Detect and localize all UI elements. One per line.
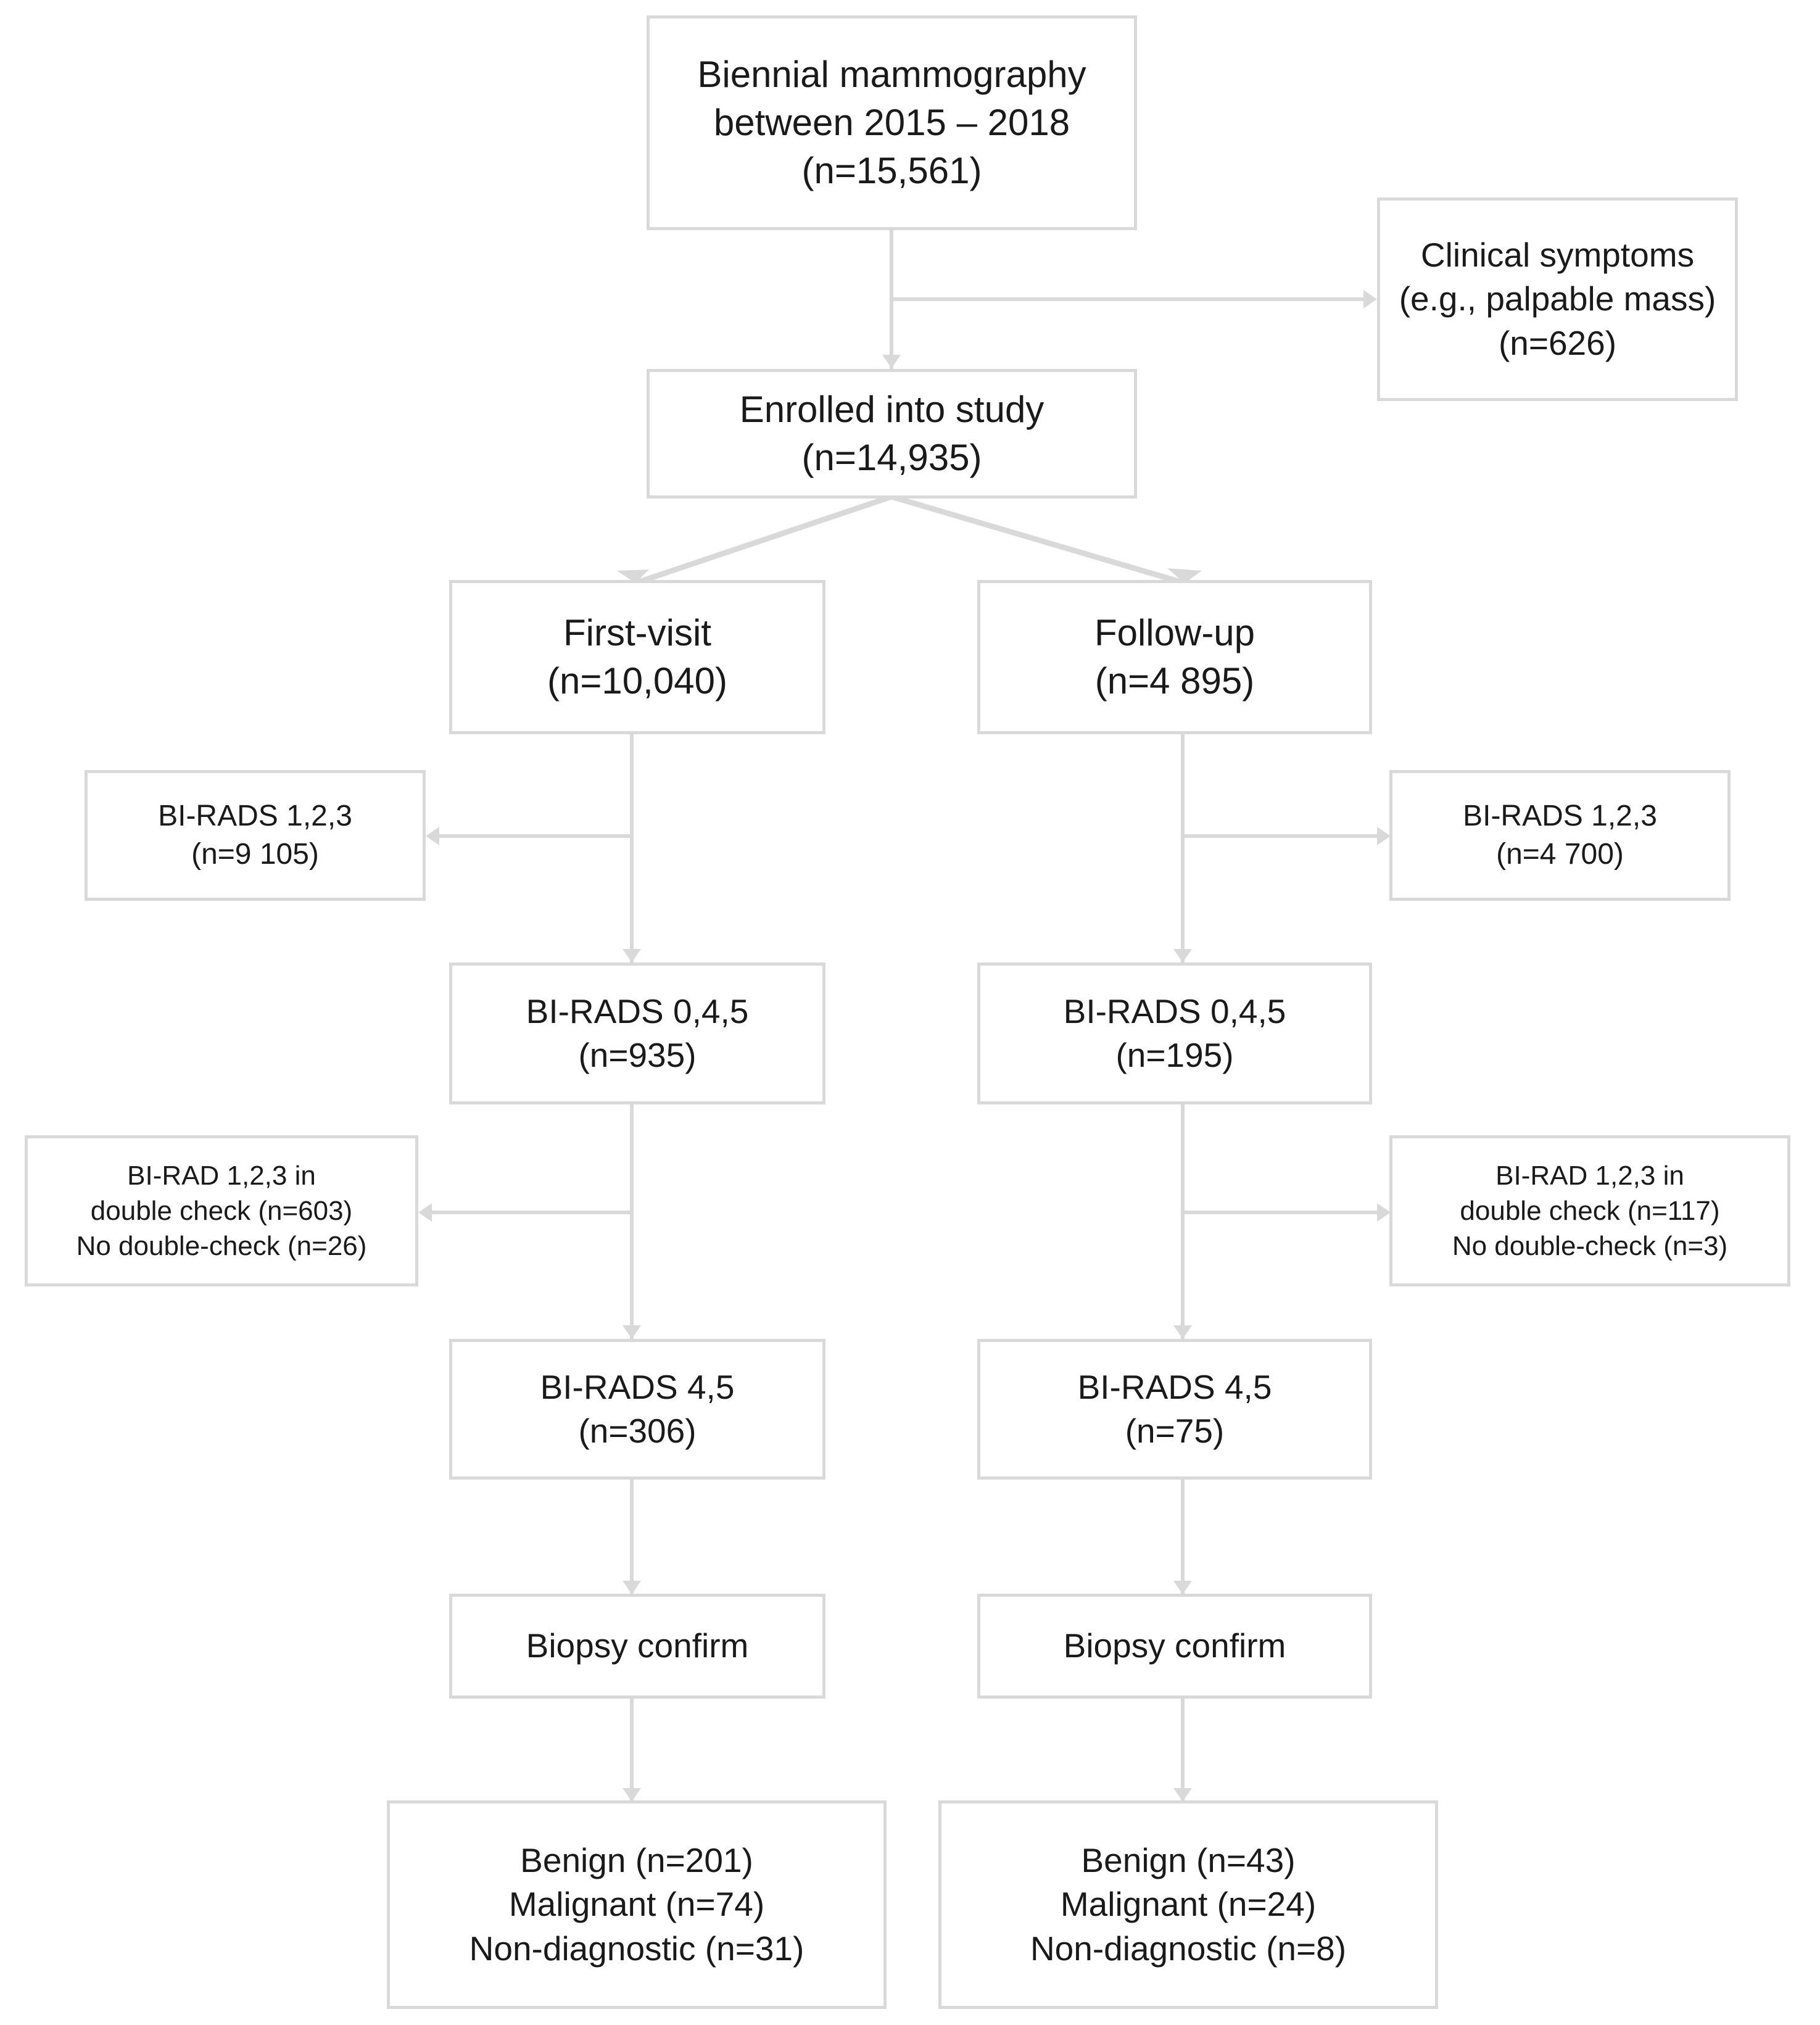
arrow-to-first-visit xyxy=(617,569,649,583)
arrow-to-clinical-symptoms xyxy=(1363,290,1377,309)
node-right-birads-123: BI-RADS 1,2,3 (n=4 700) xyxy=(1389,770,1731,901)
node-line-2: (n=14,935) xyxy=(801,437,982,478)
node-line-2: (n=9 105) xyxy=(191,838,319,871)
connector-right-45-to-biopsy xyxy=(1181,1480,1185,1594)
connector-follow-up-to-birads045 xyxy=(1181,734,1185,963)
node-line-1: Biopsy confirm xyxy=(1063,1626,1286,1665)
node-line-2: double check (n=603) xyxy=(90,1195,353,1226)
arrow-right-45-to-biopsy xyxy=(1173,1581,1192,1594)
node-line-3: (n=626) xyxy=(1498,323,1617,362)
connector-enrolled-split xyxy=(617,497,1202,586)
node-line-3: No double-check (n=26) xyxy=(76,1231,367,1262)
node-line-2: (n=195) xyxy=(1115,1036,1234,1074)
node-line-1: BI-RAD 1,2,3 in xyxy=(127,1160,316,1191)
connector-right-045-to-45 xyxy=(1181,1104,1185,1339)
arrow-first-visit-to-birads045 xyxy=(623,949,641,963)
node-line-1: Enrolled into study xyxy=(739,389,1044,430)
node-line-1: BI-RADS 4,5 xyxy=(540,1367,735,1406)
connector-first-visit-to-birads123 xyxy=(439,834,632,838)
arrow-left-45-to-biopsy xyxy=(623,1581,641,1594)
node-line-1: BI-RADS 0,4,5 xyxy=(526,992,749,1030)
connector-enrolled-to-first-visit xyxy=(634,497,893,586)
node-left-biopsy-confirm: Biopsy confirm xyxy=(449,1594,825,1699)
arrow-to-left-double-check xyxy=(418,1203,432,1222)
node-right-double-check: BI-RAD 1,2,3 in double check (n=117) No … xyxy=(1389,1135,1790,1286)
node-right-outcome: Benign (n=43) Malignant (n=24) Non-diagn… xyxy=(938,1800,1438,2009)
connector-enrolled-to-symptoms xyxy=(890,297,1365,301)
node-left-birads-45: BI-RADS 4,5 (n=306) xyxy=(449,1339,825,1480)
node-line-1: First-visit xyxy=(563,612,711,653)
node-follow-up: Follow-up (n=4 895) xyxy=(977,580,1372,734)
node-line-1: Benign (n=43) xyxy=(1081,1841,1296,1879)
node-biennial-mammography: Biennial mammography between 2015 – 2018… xyxy=(647,15,1137,230)
arrow-source-to-enrolled xyxy=(882,355,901,368)
connector-left-045-to-doublecheck xyxy=(432,1211,632,1214)
node-line-2: Malignant (n=24) xyxy=(1060,1885,1317,1924)
node-line-1: Biopsy confirm xyxy=(526,1626,749,1665)
node-line-2: (n=10,040) xyxy=(547,660,727,702)
arrow-right-biopsy-to-outcome xyxy=(1173,1788,1192,1802)
node-line-3: (n=15,561) xyxy=(801,150,982,191)
node-line-1: BI-RADS 0,4,5 xyxy=(1063,992,1286,1030)
node-enrolled-into-study: Enrolled into study (n=14,935) xyxy=(647,369,1137,499)
connector-left-045-to-45 xyxy=(630,1104,634,1339)
node-line-1: Benign (n=201) xyxy=(520,1841,753,1879)
node-left-outcome: Benign (n=201) Malignant (n=74) Non-diag… xyxy=(387,1800,887,2009)
arrow-to-left-birads123 xyxy=(426,827,439,845)
node-line-2: (n=306) xyxy=(578,1412,697,1450)
node-right-birads-045: BI-RADS 0,4,5 (n=195) xyxy=(977,963,1372,1104)
node-line-3: Non-diagnostic (n=8) xyxy=(1030,1929,1347,1968)
connector-left-45-to-biopsy xyxy=(630,1480,634,1594)
connector-right-045-to-doublecheck xyxy=(1183,1211,1379,1214)
node-left-double-check: BI-RAD 1,2,3 in double check (n=603) No … xyxy=(25,1135,418,1286)
connector-follow-up-to-birads123 xyxy=(1183,834,1379,838)
node-line-2: (n=935) xyxy=(578,1036,697,1074)
node-line-2: (e.g., palpable mass) xyxy=(1399,280,1716,318)
node-line-1: BI-RAD 1,2,3 in xyxy=(1495,1160,1684,1191)
node-clinical-symptoms: Clinical symptoms (e.g., palpable mass) … xyxy=(1377,197,1738,401)
node-right-biopsy-confirm: Biopsy confirm xyxy=(977,1594,1372,1699)
node-left-birads-045: BI-RADS 0,4,5 (n=935) xyxy=(449,963,825,1104)
node-line-2: between 2015 – 2018 xyxy=(713,102,1070,143)
arrow-right-045-to-45 xyxy=(1173,1325,1192,1339)
arrow-left-biopsy-to-outcome xyxy=(623,1788,641,1802)
node-line-1: Biennial mammography xyxy=(697,54,1086,95)
node-right-birads-45: BI-RADS 4,5 (n=75) xyxy=(977,1339,1372,1480)
arrow-to-right-double-check xyxy=(1377,1203,1391,1222)
node-line-2: (n=4 700) xyxy=(1496,838,1624,871)
node-line-2: double check (n=117) xyxy=(1460,1195,1720,1226)
connector-left-biopsy-to-outcome xyxy=(630,1699,634,1800)
connector-enrolled-to-follow-up xyxy=(890,497,1186,586)
node-line-2: (n=75) xyxy=(1125,1412,1225,1450)
connector-right-biopsy-to-outcome xyxy=(1181,1699,1185,1800)
arrow-to-right-birads123 xyxy=(1377,827,1391,845)
node-line-1: Follow-up xyxy=(1094,612,1255,653)
node-line-3: Non-diagnostic (n=31) xyxy=(469,1929,805,1968)
node-line-1: BI-RADS 4,5 xyxy=(1077,1367,1272,1406)
arrow-left-045-to-45 xyxy=(623,1325,641,1339)
connector-first-visit-to-birads045 xyxy=(630,734,634,963)
node-first-visit: First-visit (n=10,040) xyxy=(449,580,825,734)
node-line-1: Clinical symptoms xyxy=(1420,235,1695,274)
arrow-follow-up-to-birads045 xyxy=(1173,949,1192,963)
node-left-birads-123: BI-RADS 1,2,3 (n=9 105) xyxy=(85,770,426,901)
node-line-1: BI-RADS 1,2,3 xyxy=(158,799,352,832)
node-line-3: No double-check (n=3) xyxy=(1452,1231,1728,1262)
node-line-2: (n=4 895) xyxy=(1094,660,1255,702)
node-line-2: Malignant (n=74) xyxy=(508,1885,765,1924)
arrow-to-follow-up xyxy=(1167,568,1202,583)
node-line-1: BI-RADS 1,2,3 xyxy=(1463,799,1657,832)
